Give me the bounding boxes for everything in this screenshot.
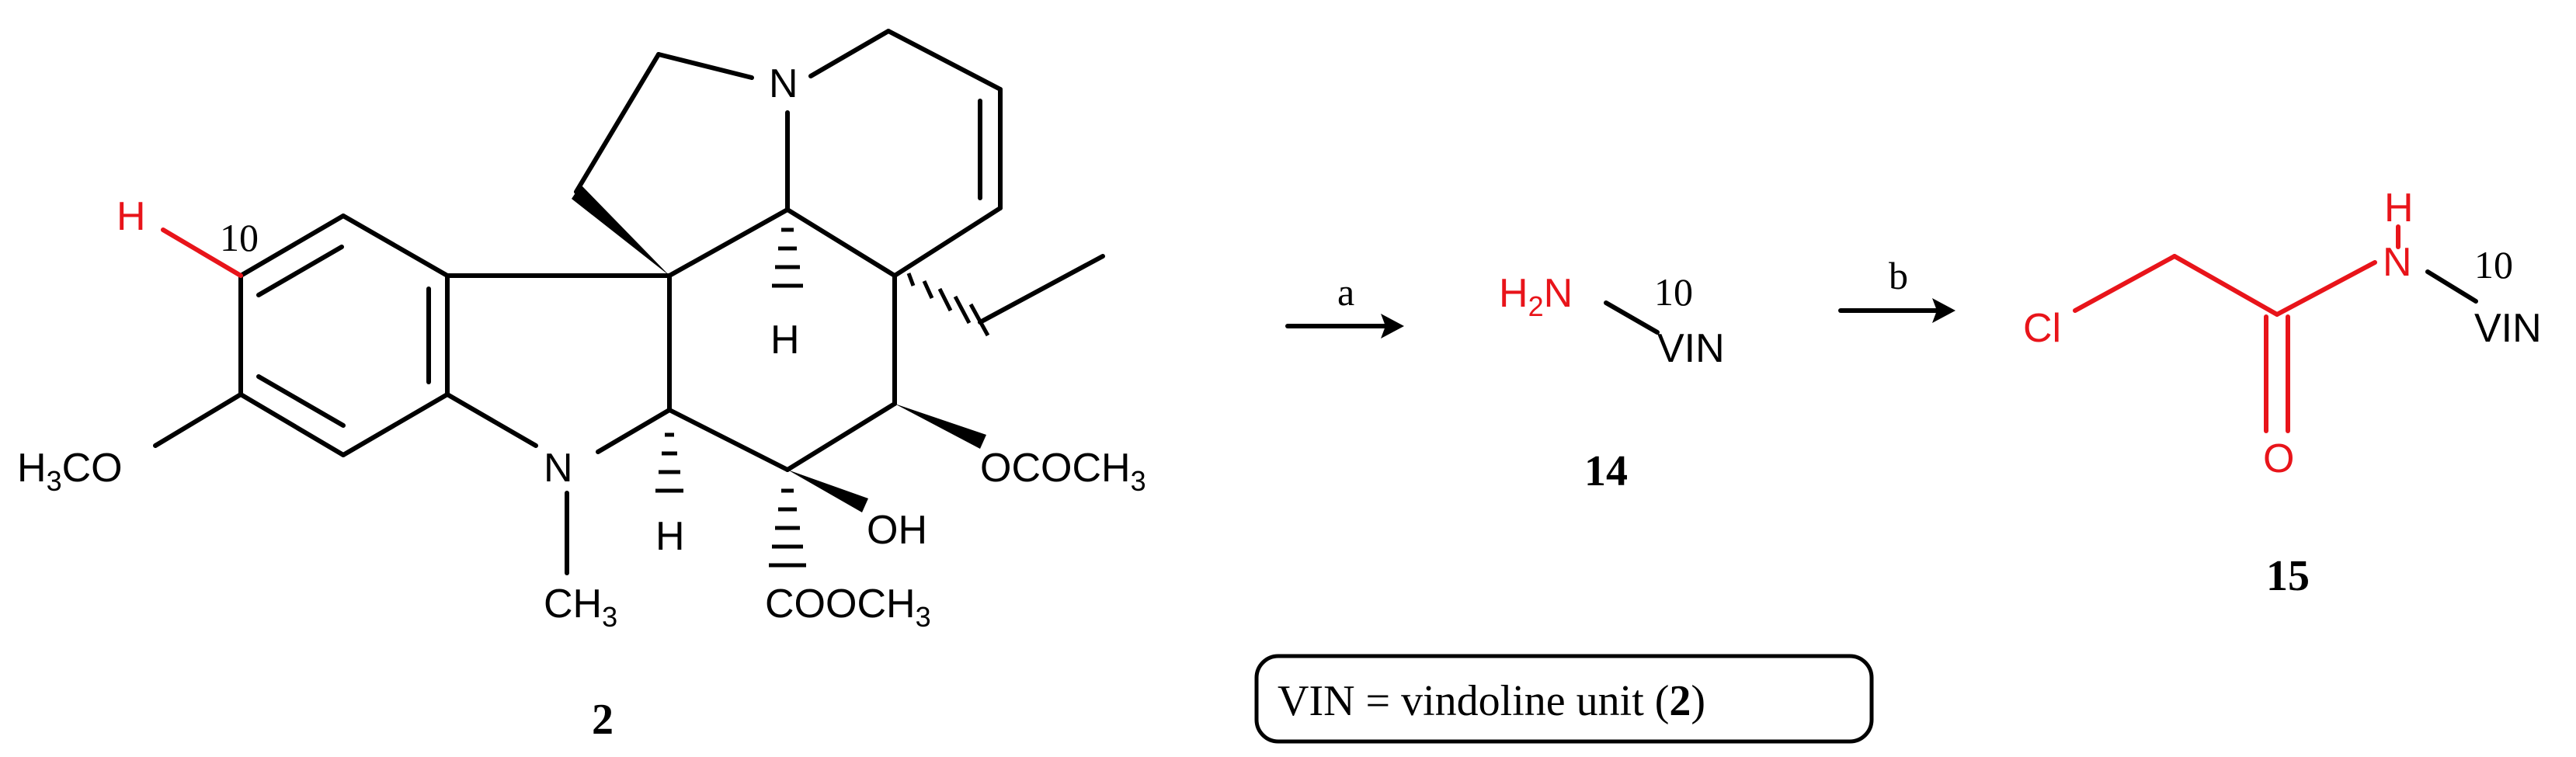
reaction-arrow-a: a: [1285, 270, 1404, 339]
c10-position-label-15: 10: [2474, 243, 2513, 286]
methoxy-group: H3CO: [17, 446, 123, 497]
c10-h-bond: [161, 227, 243, 278]
vin-legend: VIN = vindoline unit (2): [1254, 654, 1874, 744]
c10-hydrogen: H: [116, 194, 146, 239]
reaction-arrow-b: b: [1838, 254, 1955, 323]
vin-label-14: VIN: [1657, 326, 1725, 371]
c10-position-label-14: 10: [1654, 270, 1693, 314]
c21-hydrogen: H: [770, 318, 800, 363]
methoxy-bond: [153, 392, 243, 448]
stereo-wedge-c17: [895, 404, 986, 449]
carbonyl-oxygen: O: [2263, 436, 2294, 481]
stereo-hash-ester: [769, 488, 806, 568]
hydroxyl-group: OH: [867, 508, 927, 553]
stereo-hash-c21: [772, 227, 803, 288]
chlorine-atom: Cl: [2023, 306, 2061, 351]
stereo-wedge-c7: [572, 185, 669, 276]
upper-nitrogen: N: [769, 61, 798, 106]
stereo-hash-c2: [655, 432, 683, 493]
compound-15-structure: Cl O H N 10 VIN: [2023, 186, 2542, 481]
vin-legend-text: VIN = vindoline unit (2): [1278, 677, 1705, 725]
vin-label-15: VIN: [2474, 306, 2542, 351]
acetoxy-group: OCOCH3: [980, 446, 1146, 497]
n-methyl-group: CH3: [544, 582, 617, 633]
stereo-wedge-oh: [787, 470, 868, 512]
amide-hydrogen: H: [2384, 186, 2414, 231]
amino-group: H2N: [1499, 271, 1573, 322]
compound-15-number: 15: [2266, 552, 2310, 600]
step-a-label: a: [1337, 270, 1354, 314]
compound-2-number: 2: [592, 696, 614, 744]
stereo-hash-c20: [906, 273, 990, 337]
aromatic-ring: [238, 214, 450, 457]
c10-position-label: 10: [220, 216, 259, 259]
compound-14-number: 14: [1584, 447, 1628, 495]
indoline-nitrogen: N: [544, 446, 573, 491]
c2-hydrogen: H: [655, 514, 685, 559]
amide-nitrogen: N: [2383, 240, 2412, 285]
step-b-label: b: [1889, 254, 1908, 297]
compound-14-structure: H2N 10 VIN: [1499, 270, 1725, 371]
compound-2-structure: H 10 H3CO N CH3 N: [17, 29, 1146, 633]
methyl-ester-group: COOCH3: [765, 582, 931, 633]
